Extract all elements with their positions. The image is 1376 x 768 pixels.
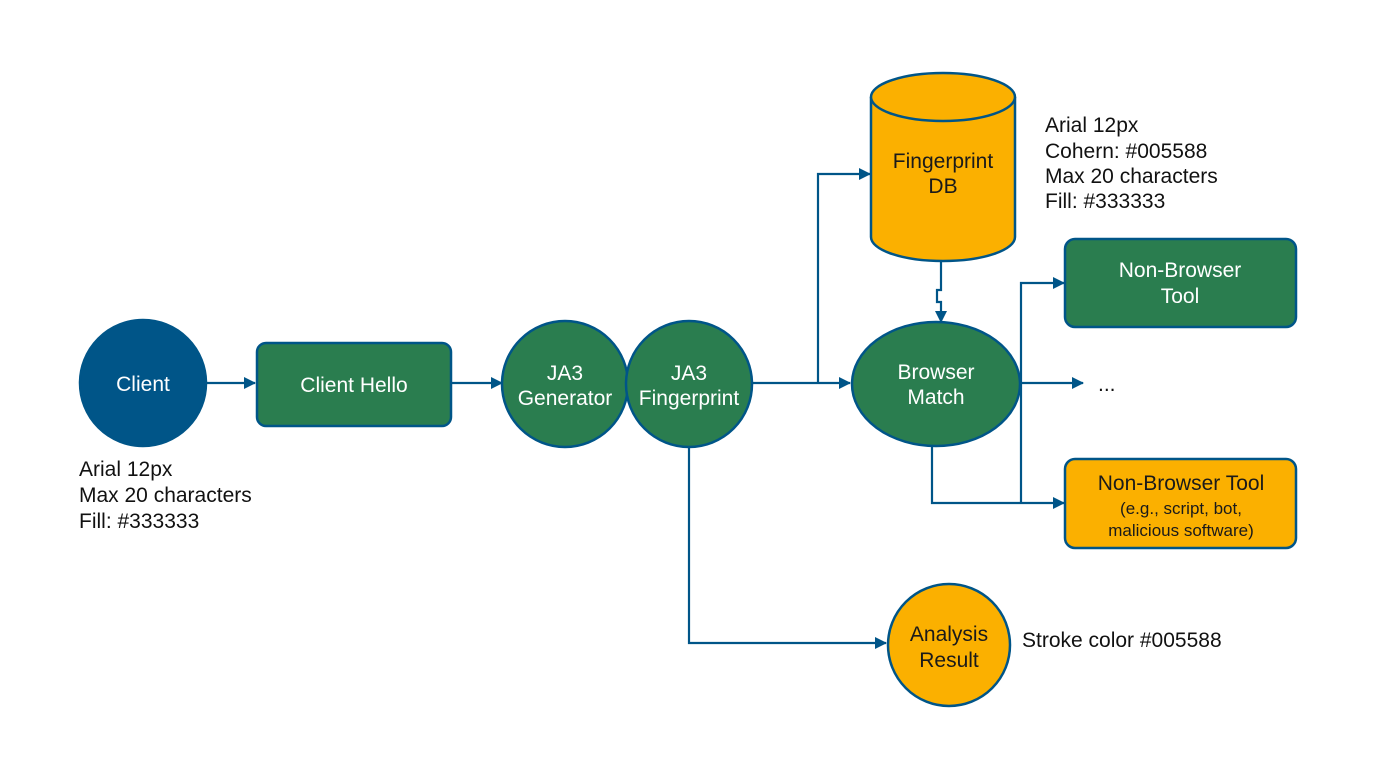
non-browser-tool-bottom-label-line3: malicious software)	[1108, 521, 1254, 540]
ja3-fingerprint-label-line1: JA3	[671, 362, 707, 385]
client-hello-label: Client Hello	[300, 374, 407, 397]
fingerprint-db-node: Fingerprint DB	[869, 71, 1017, 263]
non-browser-tool-bottom-label-line2: (e.g., script, bot,	[1120, 499, 1242, 518]
analysis-result-node: Analysis Result	[886, 582, 1012, 708]
edge-fingerprint-to-analysis	[687, 447, 887, 649]
analysis-result-circle	[886, 582, 1012, 708]
fingerprint-db-label-line1: Fingerprint	[893, 150, 994, 173]
non-browser-tool-top-label-line2: Tool	[1161, 285, 1200, 308]
edge-db-browser-match-bidirectional	[935, 251, 947, 323]
ja3-generator-label-line2: Generator	[518, 387, 613, 410]
non-browser-tool-top-label-line1: Non-Browser	[1119, 259, 1242, 282]
client-note-line1: Arial 12px	[79, 458, 173, 481]
client-hello-node: Client Hello	[255, 341, 453, 428]
db-note-line1: Arial 12px	[1045, 114, 1139, 137]
browser-match-node: Browser Match	[850, 320, 1022, 448]
browser-match-label-line2: Match	[907, 386, 964, 409]
client-circle	[78, 318, 208, 448]
fingerprint-db-cylinder-top	[869, 71, 1017, 123]
client-node: Client	[78, 318, 208, 448]
db-note-line3: Max 20 characters	[1045, 165, 1218, 188]
non-browser-tool-bottom-box	[1063, 457, 1298, 550]
edge-fingerprint-to-db	[816, 168, 871, 383]
browser-match-ellipse	[850, 320, 1022, 448]
client-note: Arial 12px Max 20 characters Fill: #3333…	[79, 458, 252, 533]
non-browser-tool-bottom-label-line1: Non-Browser Tool	[1098, 472, 1265, 495]
ja3-fingerprint-label-line2: Fingerprint	[639, 387, 740, 410]
non-browser-tool-top-node: Non-Browser Tool	[1063, 237, 1298, 329]
client-hello-box	[255, 341, 453, 428]
db-note-line2: Cohern: #005588	[1045, 140, 1207, 163]
db-note-line4: Fill: #333333	[1045, 190, 1165, 213]
client-label: Client	[116, 373, 170, 396]
ellipsis-text: ...	[1098, 373, 1116, 396]
ja3-fingerprint-circle	[624, 319, 754, 449]
ja3-generator-label-line1: JA3	[547, 362, 583, 385]
db-note: Arial 12px Cohern: #005588 Max 20 charac…	[1045, 114, 1218, 213]
non-browser-tool-top-box	[1063, 237, 1298, 329]
stroke-color-note: Stroke color #005588	[1022, 629, 1222, 652]
ja3-fingerprint-node: JA3 Fingerprint	[624, 319, 754, 449]
browser-match-label-line1: Browser	[897, 361, 974, 384]
fingerprint-db-label-line2: DB	[928, 175, 957, 198]
edge-branch-to-non-browser-top	[1019, 277, 1065, 503]
client-note-line2: Max 20 characters	[79, 484, 252, 507]
fingerprint-db-cylinder-body	[869, 97, 1017, 263]
edge-browser-match-to-non-browser-bottom	[930, 447, 1065, 509]
ja3-generator-node: JA3 Generator	[500, 319, 630, 449]
analysis-result-label-line2: Result	[919, 649, 979, 672]
client-note-line3: Fill: #333333	[79, 510, 199, 533]
analysis-result-label-line1: Analysis	[910, 623, 988, 646]
non-browser-tool-bottom-node: Non-Browser Tool (e.g., script, bot, mal…	[1063, 457, 1298, 550]
